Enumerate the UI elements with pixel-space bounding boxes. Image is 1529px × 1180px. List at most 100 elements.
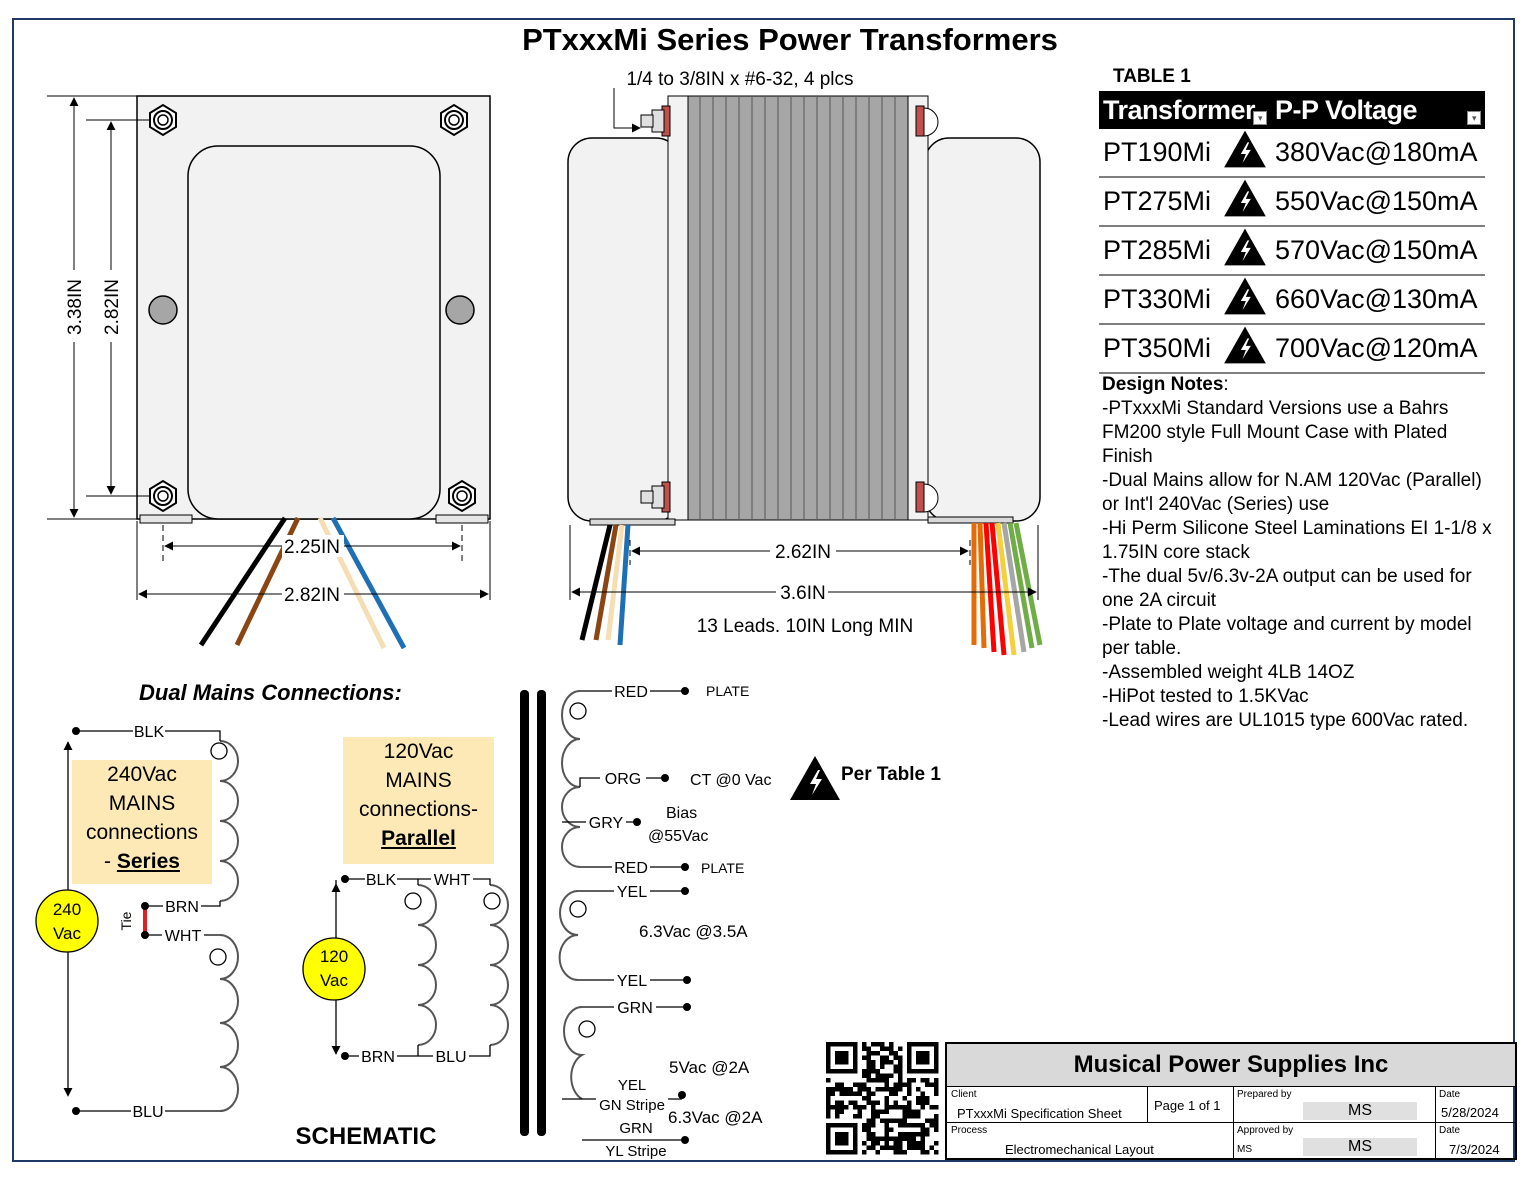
table-row: PT285Mi 570Vac@150mA (1099, 226, 1485, 276)
lead-grn: GRN (617, 1000, 653, 1017)
design-note-line: -PTxxxMi Standard Versions use a Bahrs F… (1102, 398, 1449, 467)
schematic-caption: SCHEMATIC (296, 1123, 437, 1150)
ac-source-240 (35, 889, 99, 953)
connection-dots (72, 687, 691, 1144)
table1-caption: TABLE 1 (1113, 66, 1191, 87)
table-header-voltage[interactable]: P-P Voltage ▾ (1271, 91, 1485, 129)
source-120-label: 120 (320, 947, 348, 966)
lead-blu-parallel: BLU (435, 1049, 466, 1066)
plate-label-1: PLATE (706, 683, 749, 699)
lead-blk-parallel: BLK (366, 872, 397, 889)
cell-model: PT330Mi (1099, 275, 1219, 325)
front-view (47, 95, 491, 650)
approved-initials: MS (1237, 1144, 1252, 1155)
source-240-unit: Vac (53, 924, 82, 943)
lead-grn-yl-2: YL Stripe (605, 1143, 666, 1160)
high-voltage-warning-icon (1219, 275, 1271, 325)
design-note-line: -HiPot tested to 1.5KVac (1102, 686, 1309, 707)
source-120-unit: Vac (320, 971, 349, 990)
high-voltage-warning-icon (1219, 324, 1271, 374)
design-note-line: -Lead wires are UL1015 type 600Vac rated… (1102, 710, 1469, 731)
table-row: PT350Mi 700Vac@120mA (1099, 324, 1485, 374)
lead-blu-series: BLU (132, 1104, 163, 1121)
front-height-inner-label: 2.82IN (102, 279, 123, 335)
lead-yel-gn-2: GN Stripe (599, 1097, 665, 1114)
cell-voltage: 380Vac@180mA (1271, 129, 1485, 178)
lead-yel-gn-1: YEL (618, 1077, 646, 1094)
cell-voltage: 570Vac@150mA (1271, 226, 1485, 276)
side-width-inner-label: 2.62IN (775, 542, 831, 563)
sheet-border (12, 18, 1515, 1162)
source-240-label: 240 (53, 900, 81, 919)
high-voltage-warning-icon (1219, 177, 1271, 227)
filter-dropdown-icon[interactable]: ▾ (1467, 111, 1481, 125)
page-title: PTxxxMi Series Power Transformers (522, 22, 1058, 57)
title-block: Musical Power Supplies Inc Client PTxxxM… (945, 1042, 1517, 1160)
design-notes-heading: Design Notes (1102, 374, 1224, 395)
side-view (567, 88, 1043, 656)
lead-org: ORG (605, 771, 641, 788)
ac-source-120 (302, 937, 366, 1001)
filter-dropdown-icon[interactable]: ▾ (1253, 111, 1267, 125)
table-header-transformer[interactable]: Transformer▾ (1099, 91, 1271, 129)
leads-note: 13 Leads. 10IN Long MIN (697, 616, 914, 637)
rect-63v-label: 6.3Vac @2A (668, 1108, 763, 1127)
lead-grn-yl-1: GRN (619, 1120, 652, 1137)
lead-red-1: RED (614, 684, 648, 701)
cell-voltage: 660Vac@130mA (1271, 275, 1485, 325)
bias-label: Bias (666, 805, 697, 822)
approved-label: Approved by (1237, 1125, 1294, 1136)
table-row: PT330Mi 660Vac@130mA (1099, 275, 1485, 325)
per-table-note: Per Table 1 (841, 764, 941, 785)
qr-code-icon (826, 1042, 939, 1155)
parallel-box-voltage: 120Vac (383, 740, 454, 763)
cell-voltage: 550Vac@150mA (1271, 177, 1485, 227)
design-notes: Design Notes: -PTxxxMi Standard Versions… (1102, 373, 1494, 733)
process-label: Process (951, 1125, 988, 1136)
page-number: Page 1 of 1 (1154, 1098, 1221, 1113)
client-value: PTxxxMi Specification Sheet (957, 1106, 1122, 1121)
cell-model: PT285Mi (1099, 226, 1219, 276)
design-note-line: -Assembled weight 4LB 14OZ (1102, 662, 1355, 683)
approved-value: MS (1348, 1138, 1372, 1155)
front-height-outer-label: 3.38IN (65, 279, 86, 335)
lead-red-2: RED (614, 860, 648, 877)
cell-model: PT350Mi (1099, 324, 1219, 374)
date-1: 5/28/2024 (1441, 1105, 1499, 1120)
design-note-line: -The dual 5v/6.3v-2A output can be used … (1102, 566, 1472, 611)
voltage-table: Transformer▾ P-P Voltage ▾ PT190Mi 380Vac@… (1099, 91, 1485, 374)
lead-yel-2: YEL (617, 973, 647, 990)
parallel-connection-box: 120Vac MAINS connections- Parallel (343, 737, 494, 864)
client-label: Client (951, 1089, 977, 1100)
rect-5v-label: 5Vac @2A (669, 1058, 750, 1077)
design-note-line: -Dual Mains allow for N.AM 120Vac (Paral… (1102, 470, 1482, 515)
table-row: PT190Mi 380Vac@180mA (1099, 129, 1485, 178)
front-width-inner-label: 2.25IN (284, 537, 340, 558)
ct-label: CT @0 Vac (690, 772, 771, 789)
high-voltage-warning-icon (1219, 129, 1271, 178)
dual-mains-heading: Dual Mains Connections: (139, 680, 402, 705)
series-connection-box: 240Vac MAINS connections - Series (72, 760, 212, 884)
cell-voltage: 700Vac@120mA (1271, 324, 1485, 374)
series-box-type: - Series (72, 847, 212, 876)
date-2: 7/3/2024 (1449, 1142, 1500, 1157)
date-label-1: Date (1439, 1089, 1461, 1100)
table-row: PT275Mi 550Vac@150mA (1099, 177, 1485, 227)
tie-label: Tie (118, 911, 134, 930)
lead-wht-parallel: WHT (434, 872, 471, 889)
parallel-box-mains: MAINS (385, 769, 452, 792)
side-width-outer-label: 3.6IN (780, 583, 825, 604)
prepared-value: MS (1348, 1102, 1372, 1119)
cell-model: PT275Mi (1099, 177, 1219, 227)
series-emph: Series (116, 850, 180, 873)
company-name: Musical Power Supplies Inc (947, 1044, 1515, 1087)
cell-model: PT190Mi (1099, 129, 1219, 178)
header-voltage-label: P-P Voltage (1275, 94, 1418, 125)
heater-label: 6.3Vac @3.5A (639, 922, 748, 941)
date-label-2: Date (1439, 1125, 1461, 1136)
lead-brn-parallel: BRN (361, 1049, 395, 1066)
high-voltage-warning-icon (790, 756, 840, 800)
prepared-label: Prepared by (1237, 1089, 1292, 1100)
plate-label-2: PLATE (701, 860, 744, 876)
